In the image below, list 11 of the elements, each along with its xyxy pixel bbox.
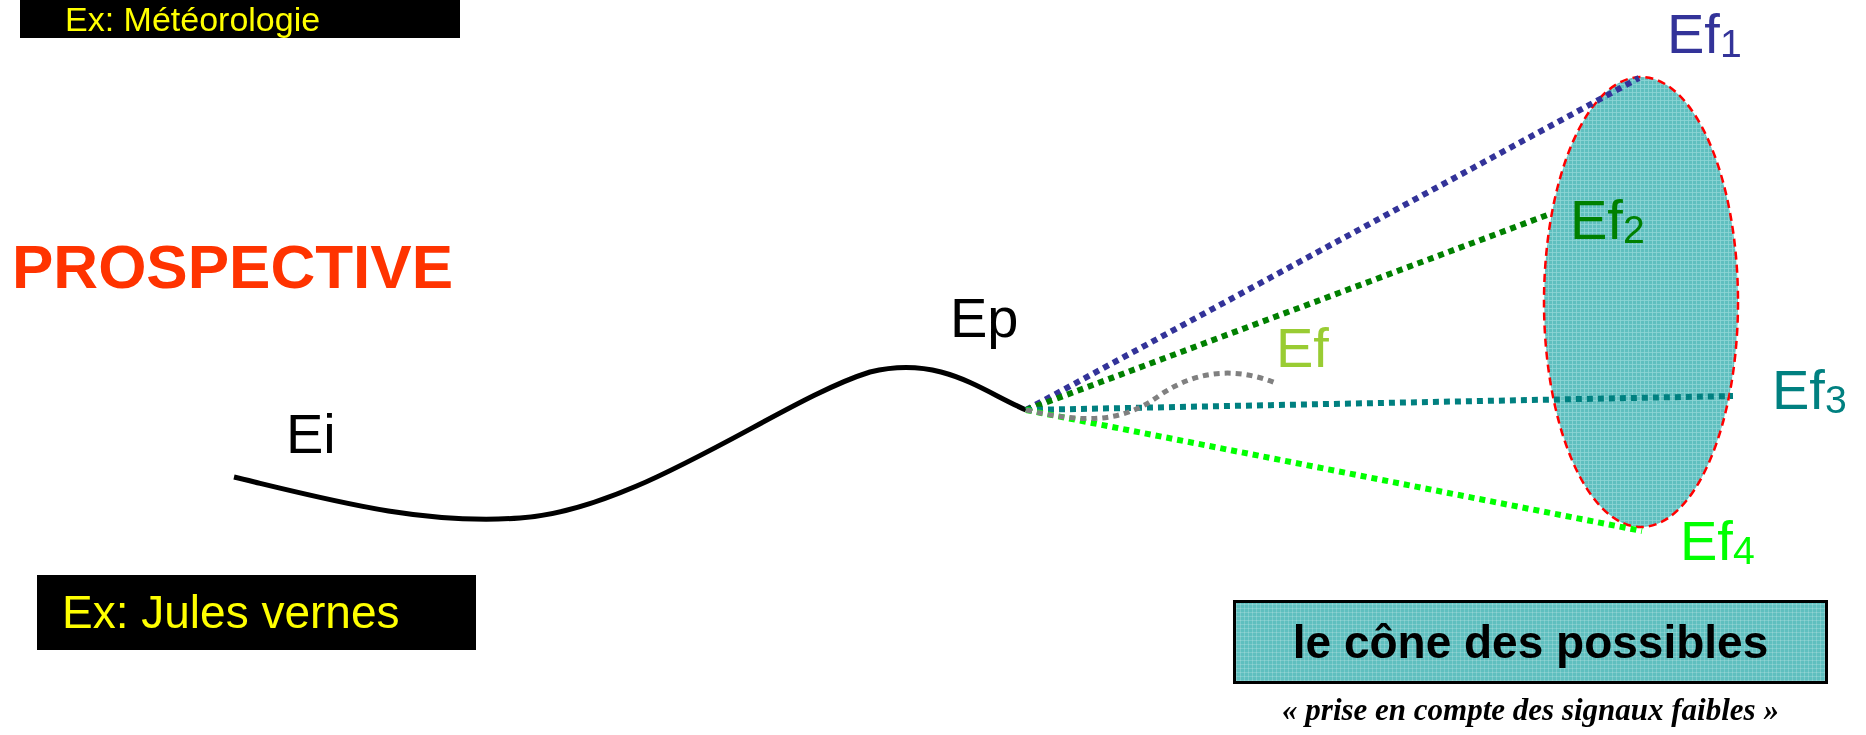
concept-box: le cône des possibles [1233,600,1828,684]
point-label: Ef$_{1}$ [1667,6,1742,64]
point-label: Ef$_{4}$ [1680,513,1755,571]
point-label: Ef$_{2}$ [1570,192,1645,250]
example-banner: Ex: Météorologie [20,0,460,38]
point-label: Ef$_{3}$ [1772,362,1847,420]
caption: « prise en compte des signaux faibles » [1281,694,1780,725]
point-label: Ef [1276,320,1329,376]
title: PROSPECTIVE [12,236,453,298]
example-banner: Ex: Jules vernes [37,575,476,650]
point-label: Ei [286,406,336,462]
